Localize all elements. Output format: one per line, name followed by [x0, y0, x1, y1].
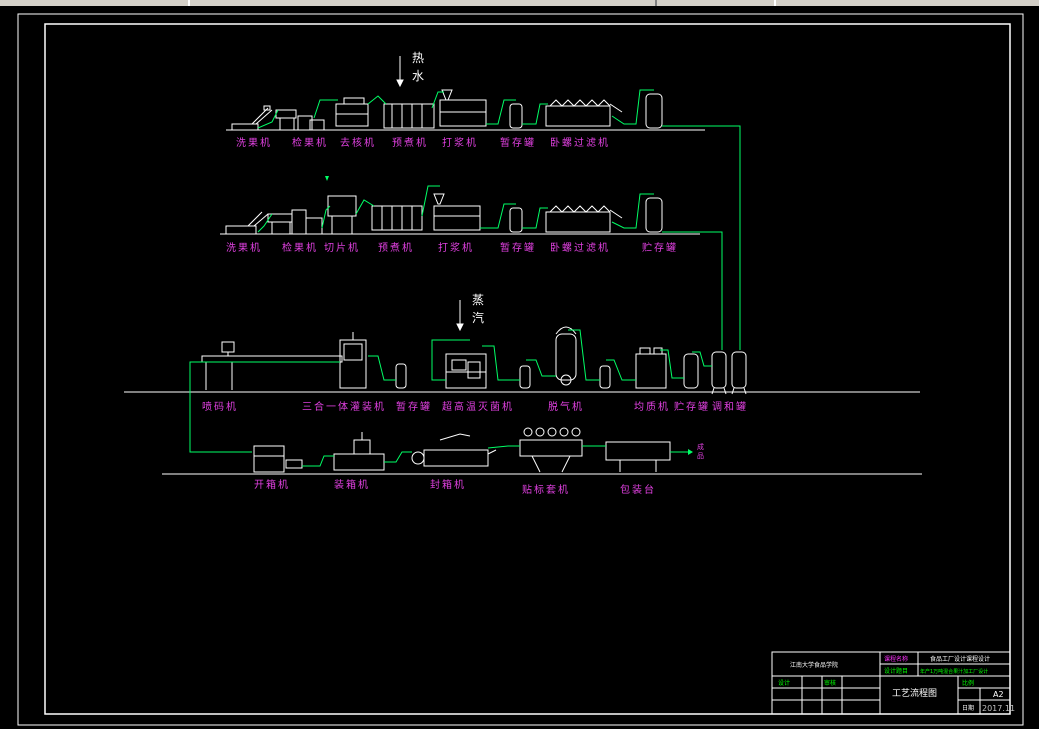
homogenizer-icon: [635, 347, 667, 389]
hot-water-arrow: [396, 56, 404, 88]
filling-machine-icon: [339, 332, 367, 389]
steam-arrow: [456, 300, 464, 332]
row4-label: 封箱机: [430, 478, 466, 491]
holding-tank-icon: [395, 363, 407, 389]
washer-machine-icon: [231, 105, 273, 131]
row1-label: 检果机: [292, 136, 328, 149]
blending-tank-icon: [731, 351, 747, 395]
row1-equipment: [231, 89, 663, 131]
checker-label: 审核: [824, 679, 836, 687]
inspection-machine-icon: [275, 109, 325, 131]
row2-label: 卧螺过滤机: [550, 241, 610, 254]
date-value: 2017.11: [982, 704, 1015, 713]
scale-value: A2: [993, 690, 1004, 699]
pitting-machine-icon: [335, 97, 369, 127]
row4-label: 贴标套机: [522, 483, 570, 496]
row2-label: 切片机: [324, 241, 360, 254]
scale-label: 比例: [962, 679, 974, 687]
case-sealer-icon: [411, 433, 497, 467]
row4-label: 包装台: [620, 483, 656, 496]
case-packer-icon: [333, 432, 385, 471]
row1-label: 预煮机: [392, 136, 428, 149]
topic-label: 设计题目: [884, 667, 908, 675]
row1-label: 暂存罐: [500, 136, 536, 149]
row2-label: 打浆机: [438, 241, 474, 254]
top-bar-separator: [188, 0, 190, 6]
top-bar-separator: [774, 0, 776, 6]
slicer-icon: [327, 195, 357, 235]
labeling-machine-icon: [519, 427, 583, 473]
washer-machine-icon: [225, 211, 269, 235]
holding-tank-icon: [599, 365, 611, 389]
row4-label: 开箱机: [254, 478, 290, 491]
row2-label: 检果机: [282, 241, 318, 254]
topic-name: 年产1万吨混合果汁加工厂设计: [920, 668, 988, 675]
deaerator-icon: [555, 326, 577, 386]
row3-flow: [189, 329, 741, 453]
row1-label: 打浆机: [442, 136, 478, 149]
output-arrow: [688, 449, 693, 455]
case-erector-icon: [253, 445, 303, 473]
storage-tank-icon: [645, 197, 663, 233]
storage-tank-icon: [645, 93, 663, 129]
drawing-name: 工艺流程图: [892, 687, 937, 699]
row3-equipment: [201, 326, 747, 395]
holding-tank-icon: [519, 365, 531, 389]
row3-label: 调和罐: [712, 400, 748, 413]
row3-label: 贮存罐: [674, 400, 710, 413]
window-top-bar: [0, 0, 1039, 6]
blending-tank-icon: [711, 351, 727, 395]
designer-label: 设计: [778, 679, 790, 687]
holding-tank-icon: [509, 207, 523, 233]
row3-label: 三合一体灌装机: [302, 400, 386, 413]
title-block: [771, 651, 1011, 715]
inner-frame: [44, 23, 1011, 715]
row2-label: 预煮机: [378, 241, 414, 254]
steam-label-1: 蒸: [472, 293, 484, 307]
row2-equipment: [225, 193, 663, 235]
row2-flow: [257, 185, 723, 340]
holding-tank-icon: [509, 103, 523, 129]
row3-label: 脱气机: [548, 400, 584, 413]
pulper-icon: [439, 89, 487, 127]
row3-label: 喷码机: [202, 400, 238, 413]
output-label: 成: [697, 442, 704, 451]
output-label: 品: [697, 452, 704, 460]
precooker-icon: [383, 103, 435, 129]
school-name: 江南大学食品学院: [790, 661, 838, 669]
row2-feed-marker: [325, 176, 329, 181]
date-label: 日期: [962, 704, 974, 712]
row2-label: 洗果机: [226, 241, 262, 254]
hot-water-label-2: 水: [412, 69, 424, 83]
course-name: 食品工厂设计课程设计: [930, 655, 990, 663]
row3-label: 均质机: [634, 400, 670, 413]
storage-tank-icon: [683, 353, 699, 389]
steam-label-2: 汽: [472, 310, 484, 325]
course-label: 课程名称: [884, 655, 908, 663]
row3-label: 超高温灭菌机: [442, 400, 514, 413]
process-flow-drawing: 热 水 洗果机 检果机 去核机 预煮机 打浆机 暂存罐 卧螺过滤机 洗果机 检果…: [17, 13, 1024, 726]
top-bar-separator: [655, 0, 657, 6]
row1-label: 卧螺过滤机: [550, 136, 610, 149]
row1-flow: [257, 89, 741, 330]
row3-label: 暂存罐: [396, 400, 432, 413]
row2-label: 暂存罐: [500, 241, 536, 254]
decanter-filter-icon: [545, 99, 623, 127]
row4-label: 装箱机: [334, 478, 370, 491]
row1-label: 去核机: [340, 136, 376, 149]
coder-icon: [201, 341, 343, 390]
row4-flow: [302, 445, 688, 467]
precooker-icon: [371, 205, 423, 231]
packing-table-icon: [605, 441, 671, 472]
uht-sterilizer-icon: [445, 353, 487, 389]
inspection-machine-icon: [267, 209, 323, 235]
row1-label: 洗果机: [236, 136, 272, 149]
row4-equipment: [253, 427, 671, 473]
outer-frame: [17, 13, 1024, 726]
hot-water-label-1: 热: [412, 51, 424, 65]
row2-label: 贮存罐: [642, 241, 678, 254]
pulper-icon: [433, 193, 481, 231]
decanter-filter-icon: [545, 205, 623, 233]
